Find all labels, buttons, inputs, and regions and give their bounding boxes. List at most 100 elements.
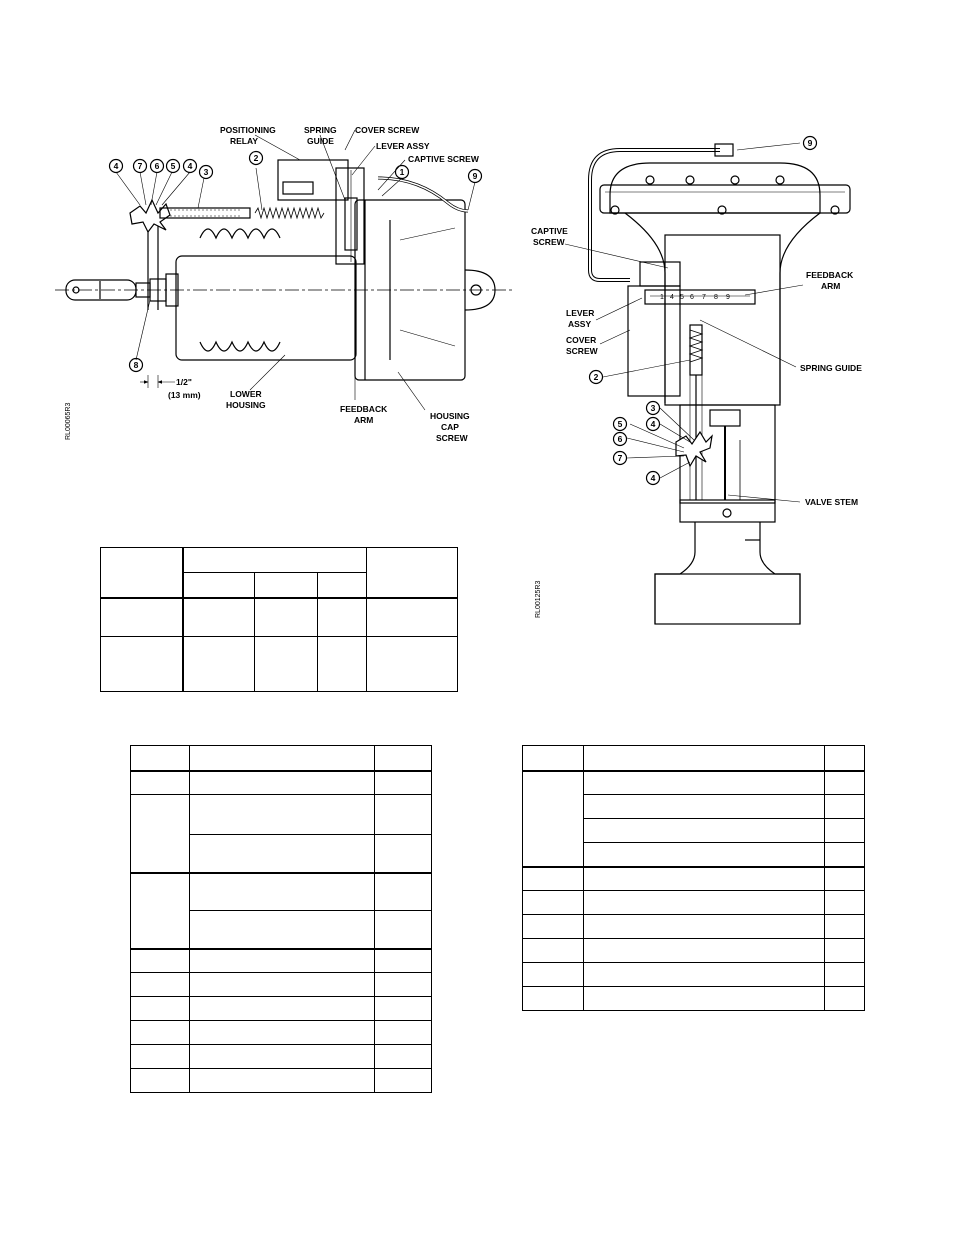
table2-cell xyxy=(374,872,432,911)
table1-cell xyxy=(182,597,255,637)
table1-cell xyxy=(254,635,318,693)
table2-cell xyxy=(374,996,432,1021)
label-feedback-arm-2-right: ARM xyxy=(821,281,840,291)
callout-6-right: 6 xyxy=(618,434,623,444)
label-dimension-mm: (13 mm) xyxy=(168,390,201,400)
table3-cell xyxy=(583,938,825,963)
table3-cell xyxy=(583,890,825,915)
table2-cell xyxy=(130,1044,190,1069)
left-labels: POSITIONING RELAY SPRING GUIDE COVER SCR… xyxy=(65,125,480,443)
table2-cell xyxy=(374,1020,432,1045)
callout-4a: 4 xyxy=(114,161,119,171)
label-housing-cap-screw-2: CAP xyxy=(441,422,459,432)
table2-cell xyxy=(189,1020,375,1045)
callout-4b-right: 4 xyxy=(651,473,656,483)
table3-cell xyxy=(824,866,865,891)
label-feedback-arm-2: ARM xyxy=(354,415,373,425)
table2-cell xyxy=(374,770,432,795)
table3-cell xyxy=(824,986,865,1011)
table1-cell xyxy=(100,635,184,693)
scale-mark-1: 1 xyxy=(660,294,664,301)
table1-cell xyxy=(317,635,367,693)
table1-cell xyxy=(254,597,318,637)
table1-cell xyxy=(366,635,458,693)
table2-cell xyxy=(189,996,375,1021)
table1-header-cell xyxy=(100,546,184,599)
table2-cell xyxy=(374,910,432,950)
table2-header-cell xyxy=(130,745,190,772)
figure-code-right: RL00125R3 xyxy=(535,581,542,618)
label-captive-screw: CAPTIVE SCREW xyxy=(408,154,480,164)
callout-4b: 4 xyxy=(188,161,193,171)
table2-cell xyxy=(189,1044,375,1069)
parts-table-left-grid xyxy=(130,745,432,1093)
table3-cell xyxy=(522,890,584,915)
table3-header-cell xyxy=(824,745,865,772)
scale-mark-4: 4 xyxy=(670,294,674,301)
table1-header-cell xyxy=(182,572,255,599)
table2-cell xyxy=(130,794,190,874)
table3-cell xyxy=(522,770,584,868)
table2-cell xyxy=(130,1020,190,1045)
callout-4a-right: 4 xyxy=(651,419,656,429)
table2-cell xyxy=(130,972,190,997)
table3-cell xyxy=(824,770,865,795)
figure-code-left: RL00065R3 xyxy=(65,403,72,440)
table2-cell xyxy=(189,794,375,835)
table2-cell xyxy=(189,948,375,973)
right-labels: CAPTIVE SCREW FEEDBACK ARM LEVER ASSY CO… xyxy=(531,226,862,618)
table3-header-cell xyxy=(522,745,584,772)
table3-cell xyxy=(824,818,865,843)
callout-6: 6 xyxy=(155,161,160,171)
table3-cell xyxy=(583,770,825,795)
table2-cell xyxy=(374,834,432,874)
table3-cell xyxy=(583,842,825,868)
table3-header-cell xyxy=(583,745,825,772)
table2-cell xyxy=(189,872,375,911)
table3-cell xyxy=(522,866,584,891)
callout-7-right: 7 xyxy=(618,453,623,463)
table2-cell xyxy=(374,972,432,997)
table3-cell xyxy=(583,914,825,939)
label-cover-screw-1-right: COVER xyxy=(566,335,596,345)
table2-cell xyxy=(374,1068,432,1093)
label-spring-guide-right: SPRING GUIDE xyxy=(800,363,862,373)
label-spring-guide-1: SPRING xyxy=(304,125,337,135)
right-callout-numbers: 9 2 3 5 4 6 7 4 xyxy=(594,138,813,483)
callout-7: 7 xyxy=(138,161,143,171)
table3-cell xyxy=(583,962,825,987)
table2-cell xyxy=(130,1068,190,1093)
table3-cell xyxy=(522,962,584,987)
table3-cell xyxy=(583,818,825,843)
table1-header-cell xyxy=(182,546,367,574)
scale-mark-8: 8 xyxy=(714,294,718,301)
table2-cell xyxy=(130,996,190,1021)
table1-cell xyxy=(366,597,458,637)
callout-2: 2 xyxy=(254,153,259,163)
left-callout-numbers: 4 7 6 5 4 3 2 1 9 8 xyxy=(114,153,478,370)
table2-cell xyxy=(189,972,375,997)
feedback-arm-scale: 1 4 5 6 7 8 9 xyxy=(660,294,730,301)
table3-cell xyxy=(824,938,865,963)
table2-cell xyxy=(189,770,375,795)
label-lever-assy: LEVER ASSY xyxy=(376,141,430,151)
label-housing-cap-screw-1: HOUSING xyxy=(430,411,470,421)
label-feedback-arm-1-right: FEEDBACK xyxy=(806,270,854,280)
table2-cell xyxy=(374,948,432,973)
table1-cell xyxy=(182,635,255,693)
table3-cell xyxy=(824,890,865,915)
label-lower-housing-1: LOWER xyxy=(230,389,262,399)
table2-cell xyxy=(189,1068,375,1093)
scale-mark-5: 5 xyxy=(680,294,684,301)
table2-cell xyxy=(374,1044,432,1069)
label-positioning-relay-1: POSITIONING xyxy=(220,125,276,135)
scale-mark-7: 7 xyxy=(702,294,706,301)
label-cover-screw: COVER SCREW xyxy=(355,125,420,135)
table2-cell xyxy=(130,948,190,973)
table1-cell xyxy=(317,597,367,637)
table3-cell xyxy=(824,794,865,819)
callout-8: 8 xyxy=(134,360,139,370)
table2-header-cell xyxy=(374,745,432,772)
callout-5: 5 xyxy=(171,161,176,171)
